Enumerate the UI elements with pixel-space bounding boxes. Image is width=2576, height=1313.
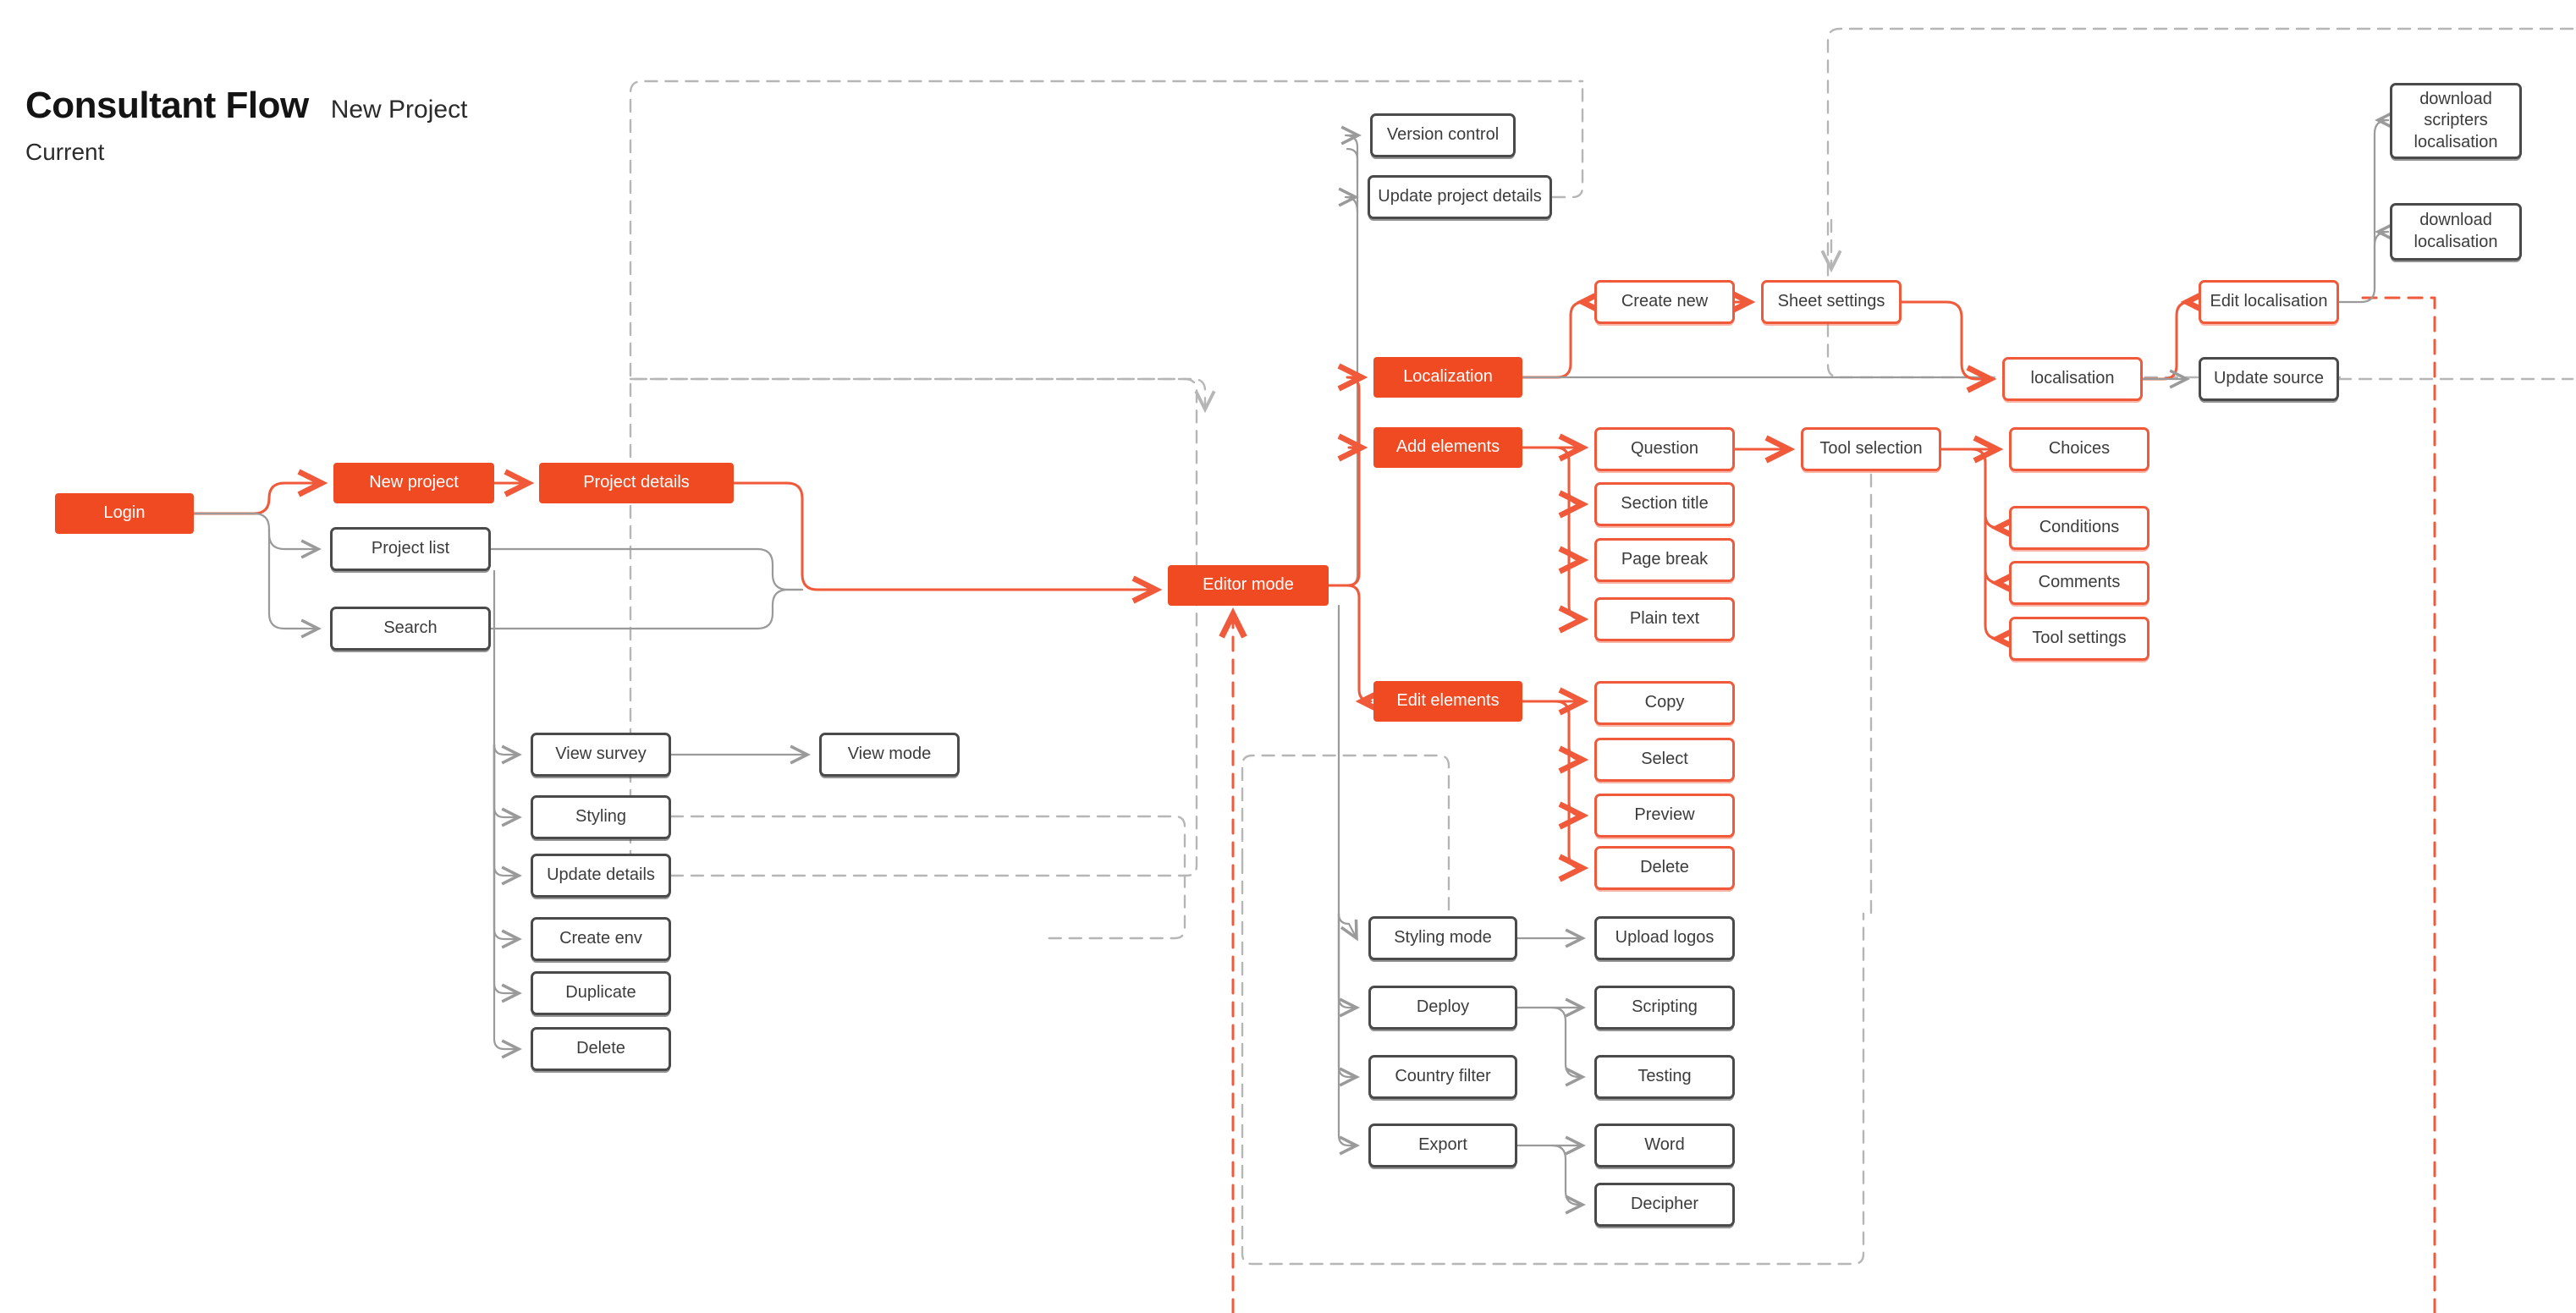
node-label: localisation <box>2030 369 2115 388</box>
node-page-break[interactable]: Page break <box>1594 538 1735 582</box>
node-add-elements[interactable]: Add elements <box>1373 427 1522 468</box>
node-label: Create env <box>559 929 642 948</box>
node-label: Word <box>1644 1135 1685 1155</box>
node-editor-mode[interactable]: Editor mode <box>1168 565 1329 606</box>
node-label: Plain text <box>1629 609 1700 629</box>
node-label: Section title <box>1621 494 1709 514</box>
node-project-list[interactable]: Project list <box>330 527 491 571</box>
node-project-details[interactable]: Project details <box>539 463 734 503</box>
node-label: Edit elements <box>1396 691 1500 711</box>
node-label: Login <box>103 503 146 523</box>
node-localization[interactable]: Localization <box>1373 357 1522 398</box>
node-styling-mode[interactable]: Styling mode <box>1368 916 1517 960</box>
node-styling[interactable]: Styling <box>531 795 671 839</box>
node-testing[interactable]: Testing <box>1594 1055 1735 1099</box>
node-view-survey[interactable]: View survey <box>531 733 671 777</box>
node-label: Upload logos <box>1615 928 1715 948</box>
node-view-mode[interactable]: View mode <box>819 733 960 777</box>
node-download-scripters-localisation[interactable]: download scripters localisation <box>2390 83 2522 159</box>
node-edit-elements[interactable]: Edit elements <box>1373 681 1522 722</box>
node-edit-localisation[interactable]: Edit localisation <box>2199 280 2339 324</box>
node-label: Sheet settings <box>1777 292 1885 311</box>
node-label: View survey <box>555 744 647 764</box>
node-delete-right[interactable]: Delete <box>1594 846 1735 890</box>
node-tool-selection[interactable]: Tool selection <box>1801 427 1941 471</box>
node-label: Update project details <box>1378 187 1542 206</box>
node-label: Conditions <box>2039 518 2120 537</box>
node-label: Delete <box>576 1039 625 1058</box>
node-label: Tool selection <box>1819 439 1923 459</box>
node-export[interactable]: Export <box>1368 1123 1517 1167</box>
node-label: Country filter <box>1395 1067 1491 1086</box>
node-upload-logos[interactable]: Upload logos <box>1594 916 1735 960</box>
status-label: Current <box>25 139 105 165</box>
node-label: Copy <box>1644 693 1685 712</box>
node-label: Decipher <box>1630 1195 1699 1214</box>
node-sheet-settings[interactable]: Sheet settings <box>1761 280 1902 324</box>
node-label: Create new <box>1621 292 1709 311</box>
node-label: Version control <box>1386 125 1500 145</box>
node-label: Select <box>1641 750 1688 769</box>
node-label: Styling mode <box>1394 928 1492 948</box>
node-word[interactable]: Word <box>1594 1123 1735 1167</box>
node-label: Delete <box>1640 858 1689 877</box>
node-country-filter[interactable]: Country filter <box>1368 1055 1517 1099</box>
node-question[interactable]: Question <box>1594 427 1735 471</box>
node-copy[interactable]: Copy <box>1594 681 1735 725</box>
node-label: Update details <box>547 865 655 885</box>
node-label: Comments <box>2038 573 2121 592</box>
node-label: Export <box>1418 1135 1467 1155</box>
node-deploy[interactable]: Deploy <box>1368 986 1517 1030</box>
node-preview[interactable]: Preview <box>1594 794 1735 838</box>
node-update-project-details[interactable]: Update project details <box>1368 175 1552 219</box>
node-label: Search <box>383 618 438 638</box>
node-label: Tool settings <box>2032 629 2127 648</box>
node-label: download localisation <box>2414 211 2498 251</box>
node-scripting[interactable]: Scripting <box>1594 986 1735 1030</box>
node-update-source[interactable]: Update source <box>2199 357 2339 401</box>
node-label: View mode <box>847 744 932 764</box>
node-create-env[interactable]: Create env <box>531 917 671 961</box>
node-label: Duplicate <box>565 983 636 1003</box>
node-label: Preview <box>1634 805 1695 825</box>
node-conditions[interactable]: Conditions <box>2009 506 2149 550</box>
node-localisation[interactable]: localisation <box>2002 357 2143 401</box>
node-label: Edit localisation <box>2210 292 2328 311</box>
node-download-localisation[interactable]: download localisation <box>2390 203 2522 261</box>
node-search[interactable]: Search <box>330 607 491 651</box>
node-label: Testing <box>1638 1067 1692 1086</box>
node-version-control[interactable]: Version control <box>1370 113 1516 157</box>
node-delete-left[interactable]: Delete <box>531 1027 671 1071</box>
node-section-title[interactable]: Section title <box>1594 482 1735 526</box>
node-new-project[interactable]: New project <box>333 463 494 503</box>
node-duplicate[interactable]: Duplicate <box>531 971 671 1015</box>
node-label: Project details <box>583 473 690 492</box>
node-label: Project list <box>371 539 450 558</box>
node-login[interactable]: Login <box>55 493 194 534</box>
node-label: Page break <box>1621 550 1709 569</box>
node-label: Scripting <box>1632 997 1698 1017</box>
node-label: Deploy <box>1416 997 1470 1017</box>
node-comments[interactable]: Comments <box>2009 561 2149 605</box>
node-label: Localization <box>1403 367 1493 387</box>
node-update-details[interactable]: Update details <box>531 854 671 898</box>
page-title: Consultant Flow <box>25 85 309 126</box>
page-subtitle: New Project <box>330 96 468 124</box>
node-select[interactable]: Select <box>1594 738 1735 782</box>
node-decipher[interactable]: Decipher <box>1594 1183 1735 1227</box>
node-label: download scripters localisation <box>2414 89 2498 151</box>
node-plain-text[interactable]: Plain text <box>1594 597 1735 641</box>
node-label: Update source <box>2213 369 2325 388</box>
node-label: Editor mode <box>1203 575 1294 595</box>
node-label: Add elements <box>1395 437 1500 457</box>
node-label: Styling <box>575 807 627 827</box>
node-label: Question <box>1630 439 1699 459</box>
node-label: Choices <box>2048 439 2111 459</box>
diagram-header: Consultant Flow New Project Current <box>25 85 467 166</box>
node-tool-settings[interactable]: Tool settings <box>2009 617 2149 661</box>
node-choices[interactable]: Choices <box>2009 427 2149 471</box>
node-create-new[interactable]: Create new <box>1594 280 1735 324</box>
node-label: New project <box>369 473 459 492</box>
